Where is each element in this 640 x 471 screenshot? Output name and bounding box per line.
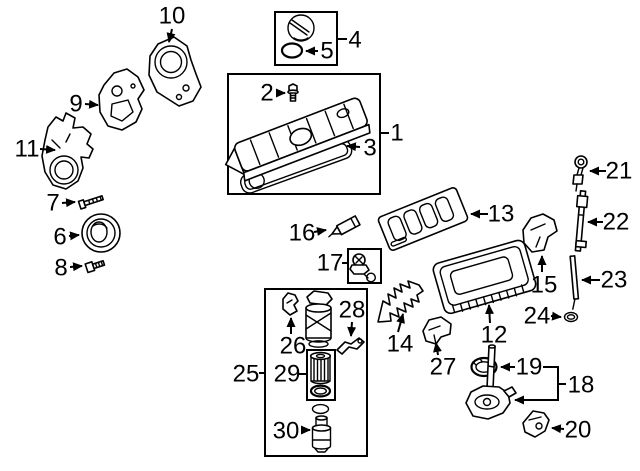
oil-filter-housing-icon [305,290,333,348]
callout-12: 12 [481,322,508,349]
pressure-switch-box [347,248,382,284]
oil-dipstick-icon [572,155,588,192]
callout-11: 11 [15,136,40,163]
flange-bolt-icon [84,259,106,274]
oil-filler-cap-icon [287,14,315,42]
tube-o-ring-icon [563,311,579,323]
callout-29: 29 [274,361,301,388]
lower-timing-cover-icon [41,112,94,190]
pan-bracket-icon [422,316,452,345]
callout-28-leader [347,321,357,337]
timing-cover-plate-icon [148,36,202,107]
callout-20-leader [551,424,565,434]
callout-23: 23 [601,267,628,294]
callout-18: 18 [568,372,595,399]
oil-pan-baffle-tray-icon [377,186,469,252]
callout-20: 20 [565,417,592,444]
callout-7: 7 [46,190,59,217]
valve-cover-box [227,73,381,195]
sealant-tube-icon [328,215,361,238]
callout-15: 15 [531,272,558,299]
callout-17: 17 [317,250,344,277]
callout-10: 10 [159,3,186,30]
dipstick-tube-upper-icon [574,190,589,252]
callout-11-leader [39,144,56,154]
heat-shield-baffle-icon [377,280,424,323]
callout-3: 3 [363,135,376,162]
pump-bracket-icon [522,410,550,438]
dipstick-tube-lower-icon [569,255,580,310]
callout-16-leader [313,227,327,236]
callout-9: 9 [69,91,82,118]
pulley-bolt-icon [77,195,104,210]
callout-27-leader [433,342,442,356]
callout-8: 8 [54,255,67,282]
support-bracket-icon [522,213,558,253]
callout-13: 13 [488,201,515,228]
callout-16: 16 [289,220,316,247]
callout-30: 30 [273,418,300,445]
callout-4: 4 [348,27,361,54]
callout-24-leader [550,311,562,321]
callout-6-leader [68,231,80,241]
callout-12-leader [485,304,494,324]
callout-2: 2 [260,80,273,107]
oil-pressure-switch-icon [349,253,377,283]
oil-pan-icon [432,239,537,315]
oil-filter-cap-icon [311,415,332,453]
callout-10-leader [166,28,176,43]
callout-25: 25 [233,361,260,388]
callout-6: 6 [53,224,66,251]
oil-pump-icon [465,344,517,420]
callout-9-leader [84,99,99,109]
filter-bracket-icon [282,292,299,316]
callout-14: 14 [387,331,414,358]
callout-21: 21 [606,158,633,185]
callout-19: 19 [516,354,543,381]
callout-8-leader [69,262,83,272]
filter-cap-o-ring-icon [311,403,330,415]
valve-cover-icon [224,97,371,182]
callout-27: 27 [430,354,457,381]
callout-1: 1 [390,120,403,147]
callout-5: 5 [320,38,333,65]
callout-24: 24 [524,303,551,330]
callout-22: 22 [603,209,630,236]
oil-line-fitting-icon [336,337,365,355]
upper-timing-cover-icon [98,68,145,131]
callout-26: 26 [280,333,307,360]
callout-28: 28 [339,297,366,324]
oil-filter-element-icon [309,351,332,398]
filler-cap-seal-icon [280,42,304,59]
crankshaft-pulley-icon [81,213,121,253]
filler-cap-box [274,11,338,66]
callout-3-leader [346,142,361,152]
callout-14-leader [396,313,405,333]
callout-7-leader [61,198,76,208]
valve-cover-bolt-icon [287,83,299,102]
